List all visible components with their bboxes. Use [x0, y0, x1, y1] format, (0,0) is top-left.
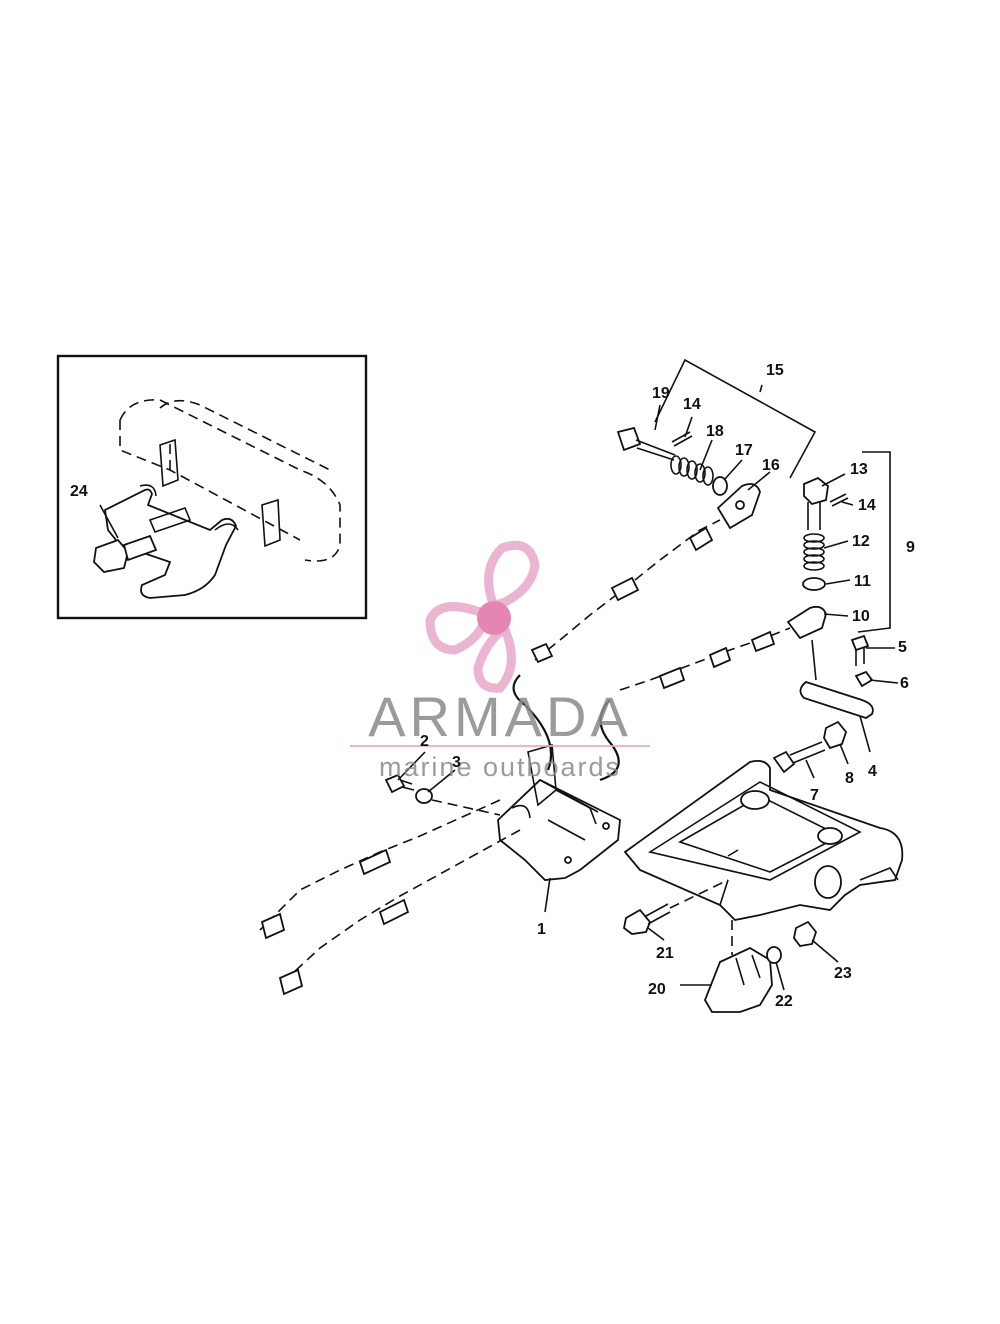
callout-20: 20 — [648, 981, 666, 998]
callout-12: 12 — [852, 533, 870, 550]
callout-5: 5 — [898, 639, 907, 656]
inset-detail — [56, 354, 368, 620]
bracket-1 — [259, 743, 621, 996]
callout-labels: 1 2 3 4 5 6 7 8 9 10 11 12 13 14 14 15 1… — [70, 362, 915, 1010]
callout-2: 2 — [420, 733, 429, 750]
callout-16: 16 — [762, 457, 780, 474]
callout-13: 13 — [850, 461, 868, 478]
watermark-tagline: marine outboards — [379, 752, 621, 782]
callout-19: 19 — [652, 385, 670, 402]
callout-1: 1 — [537, 921, 546, 938]
callout-7: 7 — [810, 787, 819, 804]
callout-11: 11 — [854, 573, 871, 590]
callout-8: 8 — [845, 770, 854, 787]
swivel-bracket — [623, 759, 904, 1013]
callout-9: 9 — [906, 539, 915, 556]
callout-14-lower: 14 — [858, 497, 876, 514]
callout-21: 21 — [656, 945, 674, 962]
watermark: ARMADA marine outboards — [350, 540, 650, 782]
callout-3: 3 — [452, 754, 461, 771]
leader-lines — [397, 404, 899, 991]
callout-4: 4 — [868, 763, 877, 780]
callout-6: 6 — [900, 675, 909, 692]
propeller-logo-icon — [425, 540, 540, 693]
upper-cable — [512, 426, 761, 771]
callout-18: 18 — [706, 423, 724, 440]
callout-23: 23 — [834, 965, 852, 982]
callout-17: 17 — [735, 442, 753, 459]
lower-cable — [599, 476, 874, 782]
callout-10: 10 — [852, 608, 870, 625]
callout-15: 15 — [766, 362, 784, 379]
watermark-brand: ARMADA — [368, 685, 632, 748]
callout-14-upper: 14 — [683, 396, 701, 413]
callout-24: 24 — [70, 483, 88, 500]
callout-22: 22 — [775, 993, 793, 1010]
